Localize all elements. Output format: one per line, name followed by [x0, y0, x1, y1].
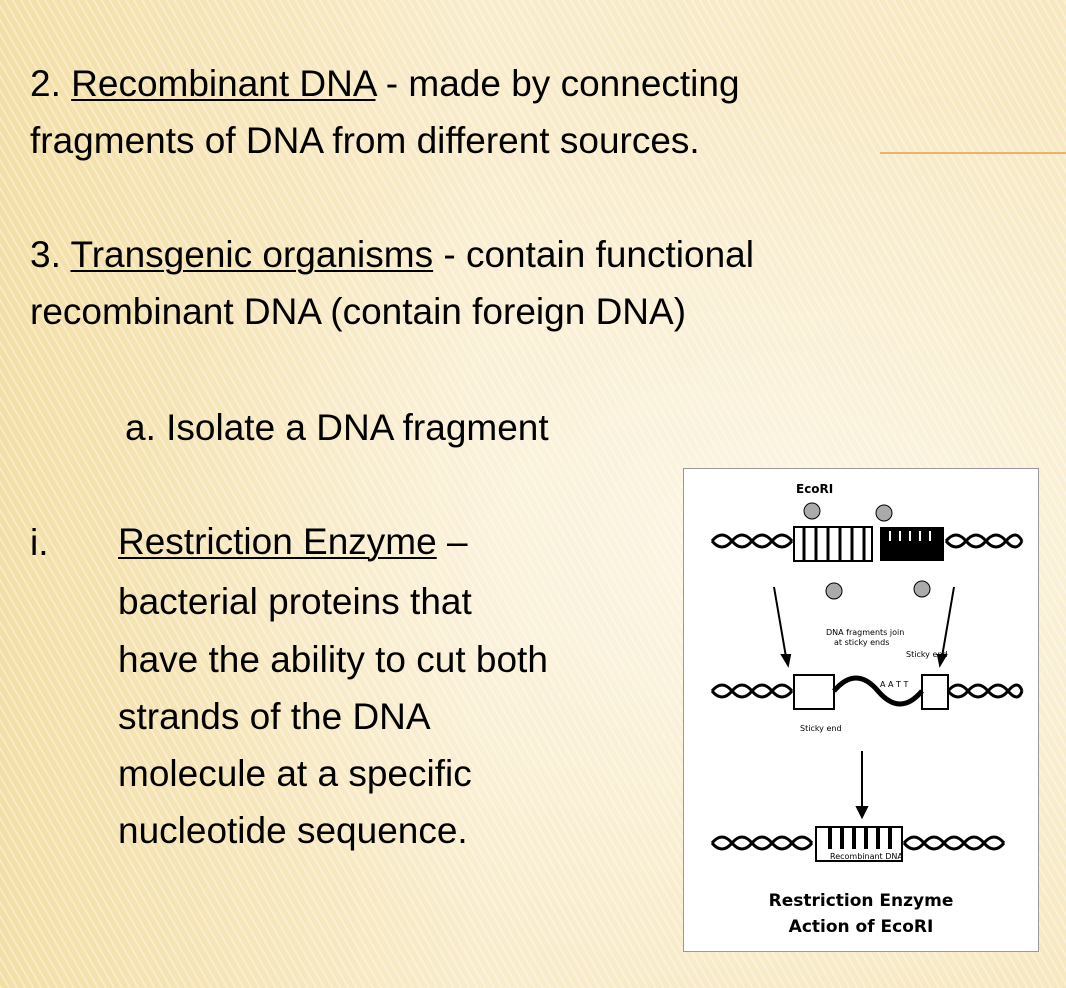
- join-label-1: DNA fragments join: [826, 628, 904, 637]
- sub-item-i-line-6: nucleotide sequence.: [118, 810, 468, 851]
- enzyme-icon: [875, 504, 893, 522]
- base-sequence: A A T T: [880, 680, 908, 689]
- item-3-number: 3.: [30, 234, 71, 275]
- restriction-enzyme-diagram: EcoRI DNA fragments join at sticky ends …: [683, 468, 1039, 952]
- recombinant-segment: [815, 826, 903, 862]
- joining-strand: [832, 675, 924, 707]
- caption-line-2: Action of EcoRI: [788, 917, 934, 937]
- diagram-svg: EcoRI DNA fragments join at sticky ends …: [710, 482, 1024, 862]
- fragment-right-middle: [921, 674, 949, 710]
- dna-helix-left-bottom: [710, 835, 814, 851]
- cut-site-left: [793, 526, 873, 562]
- arrows: [773, 586, 955, 820]
- sub-item-a: a. Isolate a DNA fragment: [125, 407, 549, 448]
- item-2-definition: - made by connecting: [375, 63, 740, 104]
- sub-item-i-line-4: strands of the DNA: [118, 696, 431, 737]
- item-3-line-1: 3. Transgenic organisms - contain functi…: [30, 227, 754, 283]
- item-2-line-1: 2. Recombinant DNA - made by connecting: [30, 56, 740, 112]
- sub-item-i-dash: –: [436, 521, 468, 562]
- sticky-end-label-bottom: Sticky end: [800, 724, 842, 733]
- sub-item-i-line-5: molecule at a specific: [118, 753, 472, 794]
- item-3-term: Transgenic organisms: [70, 234, 434, 275]
- caption-line-1: Restriction Enzyme: [768, 891, 954, 911]
- dna-helix-left-middle: [710, 683, 794, 699]
- sub-item-i-term: Restriction Enzyme: [118, 521, 437, 562]
- item-2-line-2: fragments of DNA from different sources.: [30, 120, 700, 161]
- recombinant-label: Recombinant DNA: [830, 852, 903, 861]
- item-2-term: Recombinant DNA: [71, 63, 376, 104]
- dna-helix-left-top: [710, 533, 794, 549]
- enzyme-icon: [913, 580, 931, 598]
- item-3-definition: - contain functional: [433, 234, 754, 275]
- enzyme-icon: [803, 502, 821, 520]
- sub-item-i-line-1: Restriction Enzyme –: [118, 518, 468, 566]
- decorative-line: [880, 152, 1066, 154]
- enzyme-label: EcoRI: [796, 482, 833, 496]
- sub-item-i-line-2: bacterial proteins that: [118, 581, 472, 622]
- sticky-end-label-top: Sticky end: [906, 650, 948, 659]
- sub-item-i-line-3: have the ability to cut both: [118, 639, 548, 680]
- sub-item-i-number: i.: [30, 522, 49, 563]
- join-label-2: at sticky ends: [834, 638, 889, 647]
- dna-helix-right-middle: [946, 683, 1024, 699]
- dna-helix-right-top: [944, 533, 1024, 549]
- dna-helix-right-bottom: [902, 835, 1006, 851]
- enzyme-icon: [825, 582, 843, 600]
- item-2-number: 2.: [30, 63, 72, 104]
- fragment-left-middle: [793, 674, 835, 710]
- item-3-line-2: recombinant DNA (contain foreign DNA): [30, 291, 687, 332]
- base-pairs-left-top: [802, 527, 866, 561]
